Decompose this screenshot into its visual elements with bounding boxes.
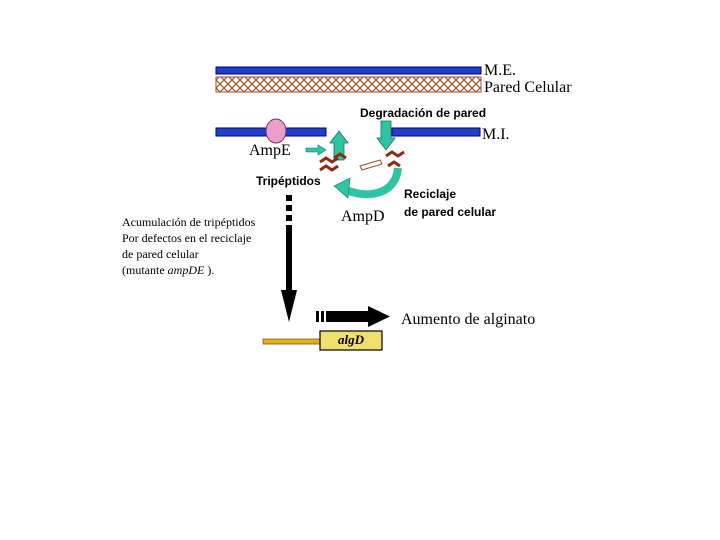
mutant-suffix: ).	[204, 263, 215, 277]
gene-label: algD	[338, 332, 364, 347]
down-arrow-dash-2	[286, 205, 292, 211]
tripeptide-5	[387, 160, 401, 168]
accumulation-line-1: Acumulación de tripéptidos	[122, 215, 256, 229]
gene-box	[319, 330, 383, 351]
degradation-arrow	[376, 120, 396, 151]
wall-degradation-label: Degradación de pared	[360, 106, 487, 120]
gene-line	[262, 338, 322, 345]
mutant-gene: ampDE	[167, 263, 205, 277]
outer-membrane	[215, 66, 482, 75]
ampD-label: AmpD	[341, 208, 385, 225]
inner-membrane-label: M.I.	[482, 126, 510, 143]
right-arrow-head	[368, 306, 390, 327]
right-arrow-dash-1	[316, 311, 319, 322]
ampE-arrow	[305, 144, 327, 156]
recycling-label-1: Reciclaje	[404, 187, 457, 201]
recycling-arrow-head	[333, 177, 351, 199]
tripeptide-3	[333, 152, 347, 160]
ampE-label: AmpE	[249, 142, 291, 159]
down-arrow-dash-1	[286, 195, 292, 201]
recycling-label-2: de pared celular	[404, 205, 497, 219]
accumulation-line-4: (mutante ampDE ).	[122, 262, 255, 278]
cell-wall-label: Pared Celular	[484, 79, 572, 96]
right-arrow-dash-2	[321, 311, 324, 322]
tripeptide-2	[319, 164, 339, 172]
right-arrow-shaft	[326, 311, 370, 322]
cell-wall	[215, 76, 482, 93]
alginate-increase-label: Aumento de alginato	[401, 311, 536, 328]
wall-fragment	[359, 159, 383, 171]
accumulation-line-2: Por defectos en el reciclaje	[122, 231, 252, 245]
tripeptide-4	[385, 150, 405, 158]
mutant-prefix: (mutante	[122, 263, 168, 277]
outer-membrane-label: M.E.	[484, 62, 516, 79]
down-arrow-dash-3	[286, 215, 292, 221]
recycling-arrow	[344, 167, 402, 199]
tripeptides-label: Tripéptidos	[256, 174, 321, 188]
ampE-protein	[265, 118, 287, 144]
accumulation-note: Acumulación de tripéptidos Por defectos …	[122, 214, 255, 278]
down-arrow-shaft	[286, 225, 292, 293]
inner-membrane-right	[391, 127, 481, 137]
down-arrow-head	[281, 290, 297, 322]
accumulation-line-3: de pared celular	[122, 247, 199, 261]
tripeptide-1	[319, 156, 339, 164]
